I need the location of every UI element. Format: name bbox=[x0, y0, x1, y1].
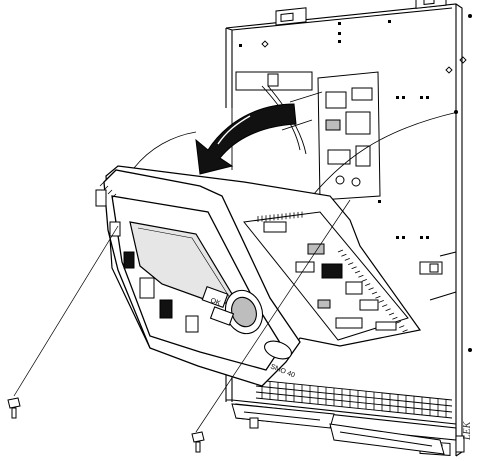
swing-arcs bbox=[133, 111, 459, 207]
publisher-watermark: LEK bbox=[462, 420, 473, 441]
cover-top-teeth bbox=[99, 181, 117, 199]
connector-pin bbox=[388, 312, 395, 316]
screw-icon bbox=[191, 431, 205, 453]
connector-pin bbox=[361, 279, 367, 282]
vent-ticks bbox=[261, 380, 447, 418]
connector-pin bbox=[375, 295, 381, 299]
rear-circuit-board bbox=[317, 71, 381, 201]
screw-guide-lines bbox=[13, 199, 351, 433]
connector-pin bbox=[385, 308, 391, 312]
connector-pin bbox=[402, 329, 408, 333]
connector-pin bbox=[358, 274, 364, 278]
connector-pin bbox=[399, 325, 405, 328]
connector-pin bbox=[354, 270, 361, 274]
board-connector-pins bbox=[257, 211, 408, 333]
connector-pin bbox=[348, 262, 354, 265]
ok-button: OK bbox=[209, 297, 221, 307]
connector-pin bbox=[395, 321, 401, 324]
connector-pin bbox=[341, 253, 347, 257]
connector-pin bbox=[378, 300, 384, 303]
connector-pin bbox=[337, 249, 344, 253]
front-circuit-board bbox=[243, 211, 409, 341]
connector-pin bbox=[365, 283, 371, 286]
connector-pin bbox=[344, 258, 350, 261]
screw-icon bbox=[7, 397, 21, 419]
cover-side-clips bbox=[95, 189, 199, 333]
control-area bbox=[201, 285, 292, 360]
ok-button-label: OK bbox=[209, 297, 221, 307]
connector-pin bbox=[382, 304, 388, 307]
connector-pin bbox=[351, 266, 357, 270]
cabinet-feet bbox=[231, 403, 465, 455]
cabinet-vent-grille bbox=[255, 379, 453, 419]
connector-pin bbox=[368, 287, 374, 291]
connector-pin bbox=[392, 316, 398, 320]
rotation-arrow-icon bbox=[195, 103, 297, 175]
connector-pin bbox=[371, 291, 378, 295]
